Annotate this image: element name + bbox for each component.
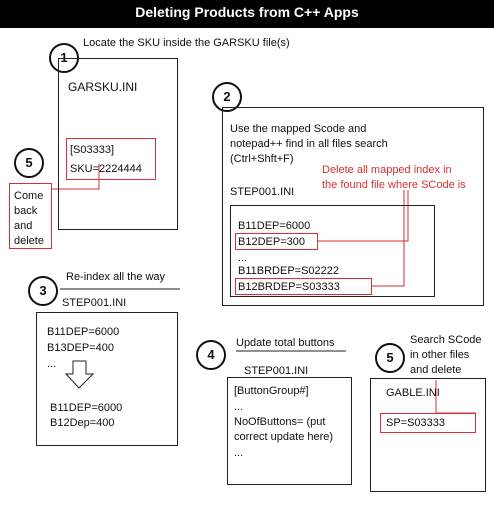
step5-left-note-box: [9, 183, 52, 249]
connector-step2-line5: [372, 190, 405, 287]
step5-left-note-line-3: and: [14, 220, 33, 232]
step2-line-1: B11DEP=6000: [238, 220, 311, 232]
step5-left-note-line-4: delete: [14, 235, 44, 247]
step5-right-file-box: [370, 378, 486, 492]
step2-line-2-highlight: [235, 233, 318, 250]
diagram-title: Deleting Products from C++ Apps: [135, 4, 359, 20]
step1-caption: Locate the SKU inside the GARSKU file(s): [83, 37, 290, 49]
step1-highlight-box: [66, 138, 156, 180]
connector-step2-line2: [318, 190, 409, 242]
step5-right-number-circle: 5: [375, 343, 405, 373]
step3-caption: Re-index all the way: [66, 271, 166, 283]
step3-file-box: [36, 312, 178, 446]
step4-line-2: ...: [234, 401, 244, 413]
step2-desc-line-2: notepad++ find in all files search: [230, 138, 388, 150]
step5-right-note-line-3: and delete: [410, 364, 462, 376]
step3-after-line-1: B11DEP=6000: [50, 402, 123, 414]
step4-number-circle: 4: [196, 340, 226, 370]
step2-line-3: ...: [238, 252, 248, 264]
step4-line-3: NoOfButtons= (put: [234, 416, 326, 428]
step3-file-label: STEP001.INI: [62, 297, 127, 309]
step2-line-5-highlight: [235, 278, 372, 295]
step2-line-2: B12DEP=300: [238, 236, 305, 248]
step4-line-1: [ButtonGroup#]: [234, 385, 309, 397]
step4-caption: Update total buttons: [236, 337, 335, 349]
step2-desc-line-3: (Ctrl+Shft+F): [230, 153, 294, 165]
step5-left-number-circle: 5: [14, 148, 44, 178]
step2-outer-box: [222, 107, 484, 306]
step5-right-line: SP=S03333: [386, 417, 446, 429]
step5-left-note-line-1: Come: [14, 190, 44, 202]
step5-right-note-line-1: Search SCode: [410, 334, 482, 346]
step3-before-line-3: ...: [47, 358, 57, 370]
step2-note-line-2: the found file where SCode is: [322, 179, 466, 191]
step2-line-5: B12BRDEP=S03333: [238, 281, 340, 293]
down-arrow-icon: [64, 360, 95, 389]
step2-file-label: STEP001.INI: [230, 186, 295, 198]
step4-line-5: ...: [234, 447, 244, 459]
step3-after-line-2: B12Dep=400: [50, 417, 115, 429]
step3-number-circle: 3: [28, 276, 58, 306]
step2-desc-line-1: Use the mapped Scode and: [230, 123, 367, 135]
step2-file-box: [230, 205, 435, 297]
step5-right-file-label: GABLE.INI: [386, 387, 440, 399]
step2-line-4: B11BRDEP=S02222: [238, 265, 340, 277]
step1-file-box: [58, 58, 178, 230]
step1-line-1: [S03333]: [70, 144, 115, 156]
step4-file-label: STEP001.INI: [244, 365, 309, 377]
step5-right-note-line-2: in other files: [410, 349, 470, 361]
step4-file-box: [227, 377, 352, 485]
title-bar: [0, 0, 494, 28]
step3-before-line-2: B13DEP=400: [47, 342, 114, 354]
step1-line-2: SKU=2224444: [70, 163, 142, 175]
step5-left-note-line-2: back: [14, 205, 38, 217]
step4-line-4: correct update here): [234, 431, 334, 443]
step1-file-label: GARSKU.INI: [68, 80, 138, 94]
connector-step1-note: [51, 164, 100, 190]
step5-right-highlight-box: [380, 413, 476, 433]
step2-note-line-1: Delete all mapped index in: [322, 164, 452, 176]
step3-before-line-1: B11DEP=6000: [47, 326, 120, 338]
